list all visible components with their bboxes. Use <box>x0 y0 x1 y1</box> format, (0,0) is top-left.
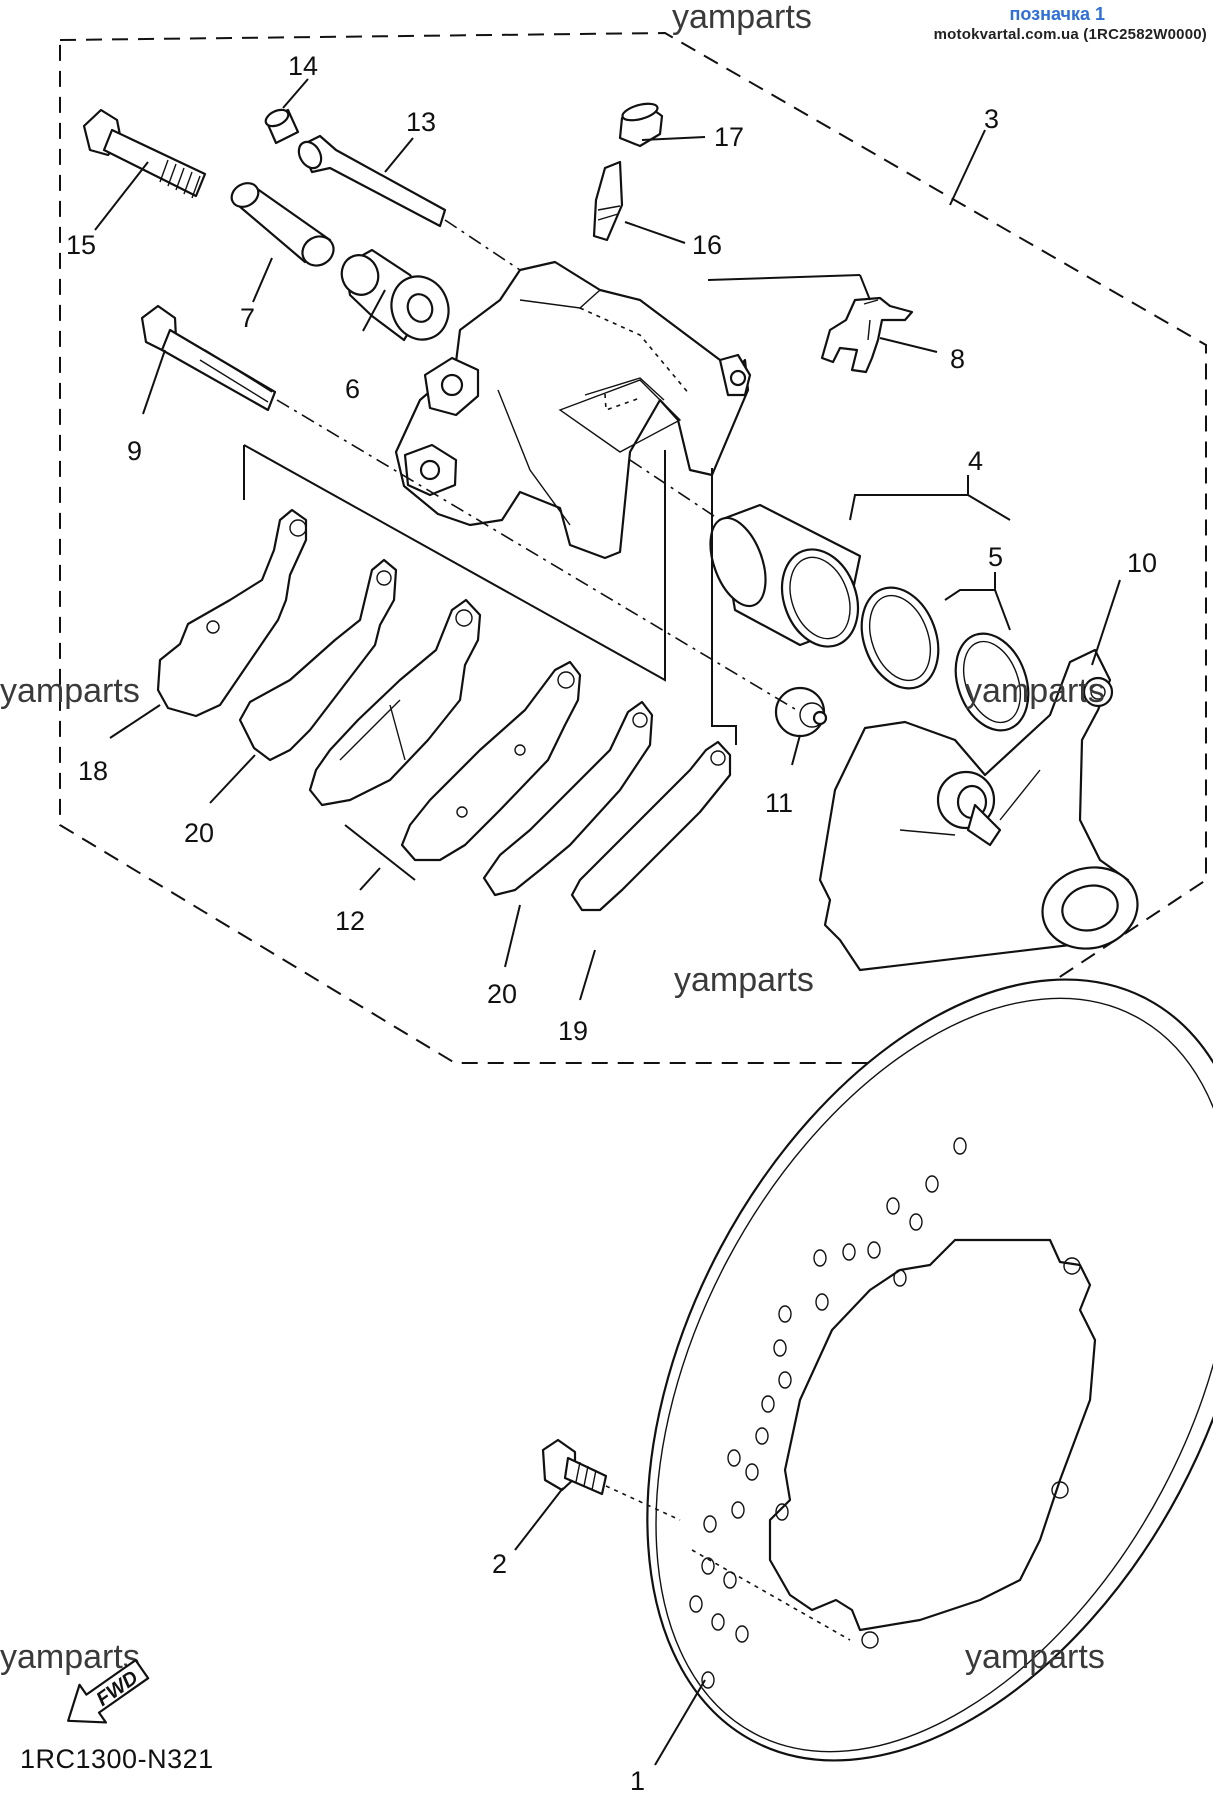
disc-holes <box>689 1137 967 1689</box>
part-2-disc-bolt <box>541 1438 608 1496</box>
callout-20b: 20 <box>487 979 517 1009</box>
pad-group-bracket-right <box>711 468 737 745</box>
part-20-left-shim <box>238 558 398 762</box>
callout-16: 16 <box>692 230 722 260</box>
callout-6: 6 <box>345 374 360 404</box>
part-19-shim <box>570 740 732 912</box>
part-3-caliper <box>394 260 752 560</box>
callout-8: 8 <box>950 344 965 374</box>
callout-13: 13 <box>406 107 436 137</box>
watermark-bottom-right: yamparts <box>965 1638 1105 1676</box>
callout-19: 19 <box>558 1016 588 1046</box>
part-15-bolt <box>82 108 207 199</box>
watermark-left: yamparts <box>0 672 140 710</box>
callout-14: 14 <box>288 51 318 81</box>
callout-4: 4 <box>968 446 983 476</box>
callout-7: 7 <box>240 303 255 333</box>
part-13-pin <box>297 134 447 228</box>
watermark-right: yamparts <box>965 672 1105 710</box>
figure-code: 1RC1300-N321 <box>20 1744 214 1774</box>
part-7-sleeve <box>230 182 335 267</box>
part-12-pads <box>308 598 582 862</box>
pad-group-bracket-left <box>243 444 666 682</box>
callout-9: 9 <box>127 436 142 466</box>
watermark-center: yamparts <box>674 961 814 999</box>
part-10-bracket <box>818 648 1139 972</box>
part-11-boot <box>774 686 828 738</box>
header-label: позначка 1 <box>1009 4 1106 24</box>
callout-1: 1 <box>630 1766 645 1796</box>
disc-bolt-axis <box>605 1485 851 1641</box>
part-20-right-shim <box>482 700 654 897</box>
callout-11: 11 <box>765 788 793 818</box>
callout-5: 5 <box>988 542 1003 572</box>
assembly-axis-3 <box>629 459 721 521</box>
part-9-bolt <box>140 304 277 412</box>
callout-20a: 20 <box>184 818 214 848</box>
assembly-boundary <box>59 31 1207 1064</box>
callout-15: 15 <box>66 230 96 260</box>
callout-3: 3 <box>984 104 999 134</box>
part-6-boot <box>340 248 450 342</box>
part-18-shim <box>156 508 308 718</box>
part-5-seals <box>860 586 1030 732</box>
part-4-piston <box>709 503 862 648</box>
callout-12: 12 <box>335 906 365 936</box>
pad-12-bracket <box>344 824 416 881</box>
assembly-axis-2 <box>444 219 521 271</box>
header-site: motokvartal.com.ua (1RC2582W0000) <box>933 26 1207 43</box>
callout-17: 17 <box>714 122 744 152</box>
callout-10: 10 <box>1127 548 1157 578</box>
watermark-bottom-left: yamparts <box>0 1638 140 1676</box>
callout-18: 18 <box>78 756 108 786</box>
part-8-clip <box>820 296 914 374</box>
part-16-bleeder <box>592 160 624 242</box>
callout-2: 2 <box>492 1549 507 1579</box>
part-1-brake-disc <box>646 978 1213 1762</box>
leader-lines <box>94 78 1121 1766</box>
watermark-top: yamparts <box>672 0 812 36</box>
part-14-bushing <box>264 108 300 145</box>
part-17-cap <box>618 102 664 148</box>
